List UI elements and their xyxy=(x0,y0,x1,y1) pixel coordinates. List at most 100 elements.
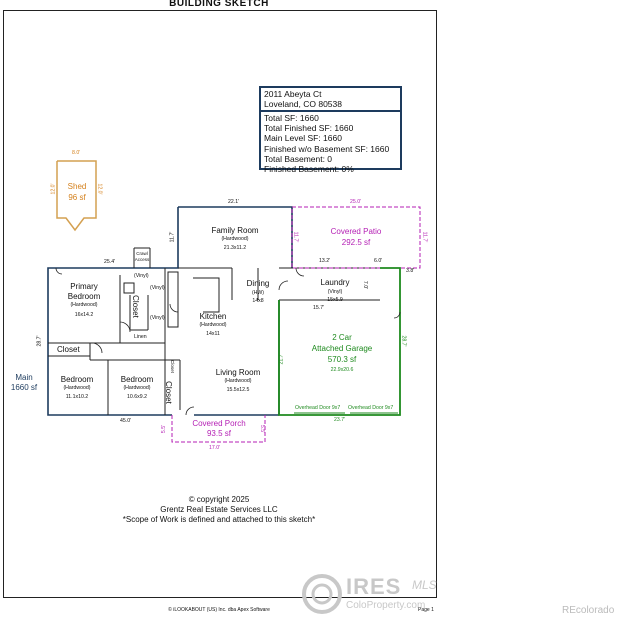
covered-porch-sf: 93.5 sf xyxy=(206,429,231,438)
dim-laundry-top2: 6.0' xyxy=(374,258,383,264)
living-room-name: Living Room xyxy=(215,368,261,377)
copyright: © copyright 2025 xyxy=(188,495,250,504)
living-room-floor: (Hardwood) xyxy=(224,378,252,384)
dim-main-bottom: 45.0' xyxy=(120,418,132,424)
laundry-dims: 15x5.9 xyxy=(327,297,343,303)
garage-name2: Attached Garage xyxy=(311,344,373,353)
linen-closet: Linen xyxy=(134,334,147,340)
main-name: Main xyxy=(15,373,33,382)
software-credit: © iLOOKABOUT (US) Inc. dba Apex Software xyxy=(168,607,270,613)
address-block: 2011 Abeyta Ct Loveland, CO 80538 xyxy=(261,88,400,112)
ires-text: IRES xyxy=(346,574,402,599)
dim-porch-right: 5.5' xyxy=(259,424,266,434)
covered-patio-name: Covered Patio xyxy=(330,227,382,236)
family-room-name: Family Room xyxy=(211,226,259,235)
coloproperty-text: ColoProperty.com xyxy=(346,600,426,611)
door-swings xyxy=(55,267,401,416)
dim-patio-top: 25.0' xyxy=(350,199,362,205)
kitchen-dims: 14x11 xyxy=(206,331,220,337)
primary-bedroom-dims: 16x14.2 xyxy=(74,311,94,318)
closet-left: Closet xyxy=(57,345,80,354)
dim-main-left: 28.7' xyxy=(36,335,43,347)
bedroom-1-floor: (Hardwood) xyxy=(63,385,91,391)
shed-name: Shed xyxy=(67,182,87,191)
bedroom-1: Bedroom (Hardwood) 11.1x10.2 xyxy=(50,375,104,402)
closet-hall: Closet xyxy=(163,381,173,404)
dim-porch-bottom: 17.0' xyxy=(209,445,221,451)
main-sf: 1660 sf xyxy=(10,383,38,392)
family-room-dims: 21.3x11.2 xyxy=(223,245,247,251)
covered-patio-sf: 292.5 sf xyxy=(341,238,371,247)
sketch-title: BUILDING SKETCH xyxy=(169,0,269,9)
main-label: Main 1660 sf xyxy=(4,373,44,393)
kitchen-floor: (Hardwood) xyxy=(199,322,227,328)
laundry-name: Laundry xyxy=(320,278,350,287)
total-basement: Total Basement: 0 xyxy=(264,153,333,164)
dining: Dining (HW) 14x8 xyxy=(240,279,276,306)
primary-bedroom-name2: Bedroom xyxy=(67,291,101,301)
sf-stats: Total SF: 1660 Total Finished SF: 1660 M… xyxy=(261,112,400,175)
garage: 2 Car Attached Garage 570.3 sf 22.9x20.6 xyxy=(300,332,384,376)
covered-porch: Covered Porch 93.5 sf xyxy=(176,419,262,439)
living-room-dims: 15.5x12.5 xyxy=(226,387,250,393)
ires-watermark: IRES MLS ColoProperty.com xyxy=(300,572,466,616)
bedroom-2: Bedroom (Hardwood) 10.6x9.2 xyxy=(112,375,162,402)
covered-porch-outline xyxy=(171,415,266,443)
covered-porch-name: Covered Porch xyxy=(192,419,246,428)
mls-text: MLS xyxy=(412,578,437,592)
kitchen-name: Kitchen xyxy=(199,312,227,321)
total-sf: Total SF: 1660 xyxy=(264,113,319,123)
shed-outline xyxy=(56,160,97,232)
scope-note: *Scope of Work is defined and attached t… xyxy=(122,515,316,524)
vinyl-label-1: (Vinyl) xyxy=(134,273,149,279)
ires-logo-icon xyxy=(302,574,342,614)
living-room: Living Room (Hardwood) 15.5x12.5 xyxy=(208,368,268,395)
primary-bedroom-floor: (Hardwood) xyxy=(70,302,98,308)
dim-garage-bottom: 23.7' xyxy=(334,417,346,423)
bedroom-1-name: Bedroom xyxy=(60,375,94,384)
bedroom-2-dims: 10.6x9.2 xyxy=(127,394,147,400)
closet-primary: Closet xyxy=(130,295,140,318)
finished-wo-basement-sf: Finished w/o Basement SF: 1660 xyxy=(264,143,390,154)
shed-label: Shed 96 sf xyxy=(60,181,94,203)
crawl-access: Crawl Access xyxy=(134,251,150,262)
overhead-door-1: Overhead Door 9x7 xyxy=(295,405,341,411)
bedroom-2-name: Bedroom xyxy=(120,375,154,384)
dim-laundry-side: 7.0' xyxy=(362,280,369,290)
main-level-sf: Main Level SF: 1660 xyxy=(264,133,342,144)
garage-name1: 2 Car xyxy=(332,333,352,342)
dim-laundry-bottom: 15.7' xyxy=(313,305,325,311)
company-name: Grentz Real Estate Services LLC xyxy=(160,505,278,514)
shed-dim-right: 12.0' xyxy=(96,183,103,195)
vinyl-label-2: (Vinyl) xyxy=(150,285,165,291)
dim-laundry-top1: 13.2' xyxy=(319,258,331,264)
dim-garage-corner: 3.8' xyxy=(406,268,415,274)
shed-sf: 96 sf xyxy=(68,193,86,202)
bedroom-2-floor: (Hardwood) xyxy=(123,385,151,391)
covered-patio-outline xyxy=(291,206,421,269)
finished-basement: Finished Basement: 0% xyxy=(264,164,354,175)
shed-dim-left: 12.0' xyxy=(50,183,57,195)
kitchen: Kitchen (Hardwood) 14x11 xyxy=(192,312,234,339)
closet-small: Closet xyxy=(169,360,175,373)
page-number: Page 1 xyxy=(418,607,434,613)
dim-family-left: 11.7' xyxy=(169,231,176,243)
overhead-door-2: Overhead Door 9x7 xyxy=(348,405,394,411)
garage-outline xyxy=(278,267,401,416)
sketch-frame xyxy=(3,10,437,598)
address-street: 2011 Abeyta Ct xyxy=(264,89,322,99)
recolorado-brand: REcolorado xyxy=(562,605,615,616)
garage-sf: 570.3 sf xyxy=(327,355,357,364)
total-finished-sf: Total Finished SF: 1660 xyxy=(264,123,354,134)
dim-porch-left: 5.5' xyxy=(161,424,168,434)
bedroom-1-dims: 11.1x10.2 xyxy=(65,394,89,400)
dining-name: Dining xyxy=(246,279,270,288)
dim-family-top: 22.1' xyxy=(228,199,240,205)
interior-walls xyxy=(48,247,380,415)
dim-garage-left: 21.7' xyxy=(278,353,285,365)
vinyl-label-3: (Vinyl) xyxy=(150,315,165,321)
garage-dims: 22.9x20.6 xyxy=(330,367,354,373)
primary-bedroom: Primary Bedroom (Hardwood) 16x14.2 xyxy=(56,282,112,320)
covered-patio: Covered Patio 292.5 sf xyxy=(306,226,406,248)
